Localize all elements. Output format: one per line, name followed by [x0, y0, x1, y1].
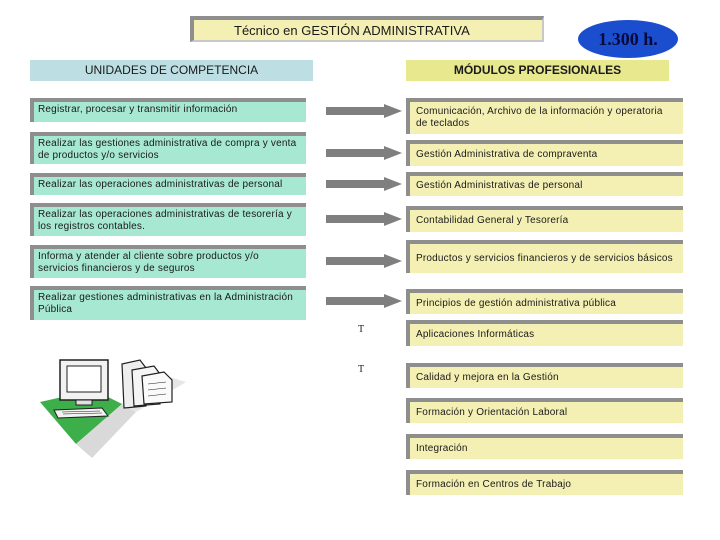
- hours-badge: 1.300 h.: [578, 20, 678, 58]
- unit-box: Informa y atender al cliente sobre produ…: [30, 245, 306, 278]
- arrow-right-icon: [326, 212, 402, 226]
- unit-box: Registrar, procesar y transmitir informa…: [30, 98, 306, 122]
- module-box: Contabilidad General y Tesorería: [406, 206, 683, 232]
- arrow-right-icon: [326, 177, 402, 191]
- module-box: Gestión Administrativa de compraventa: [406, 140, 683, 166]
- module-box: Formación y Orientación Laboral: [406, 398, 683, 423]
- arrow-right-icon: [326, 254, 402, 268]
- arrow-right-icon: [326, 146, 402, 160]
- t-mark: T: [358, 364, 365, 375]
- module-box: Integración: [406, 434, 683, 459]
- unit-box: Realizar las operaciones administrativas…: [30, 173, 306, 195]
- module-box: Comunicación, Archivo de la información …: [406, 98, 683, 134]
- module-box: Formación en Centros de Trabajo: [406, 470, 683, 495]
- module-box: Principios de gestión administrativa púb…: [406, 289, 683, 314]
- unit-box: Realizar gestiones administrativas en la…: [30, 286, 306, 320]
- unit-box: Realizar las operaciones administrativas…: [30, 203, 306, 236]
- module-box: Productos y servicios financieros y de s…: [406, 240, 683, 273]
- program-title: Técnico en GESTIÓN ADMINISTRATIVA: [190, 16, 544, 42]
- arrow-right-icon: [326, 104, 402, 118]
- computer-illustration-icon: [36, 346, 194, 462]
- modules-header: MÓDULOS PROFESIONALES: [406, 60, 669, 81]
- module-box: Gestión Administrativas de personal: [406, 172, 683, 196]
- t-mark: T: [358, 324, 365, 335]
- unit-box: Realizar las gestiones administrativa de…: [30, 132, 306, 164]
- competency-units-header: UNIDADES DE COMPETENCIA: [30, 60, 313, 81]
- module-box: Aplicaciones Informáticas: [406, 320, 683, 346]
- arrow-right-icon: [326, 294, 402, 308]
- module-box: Calidad y mejora en la Gestión: [406, 363, 683, 388]
